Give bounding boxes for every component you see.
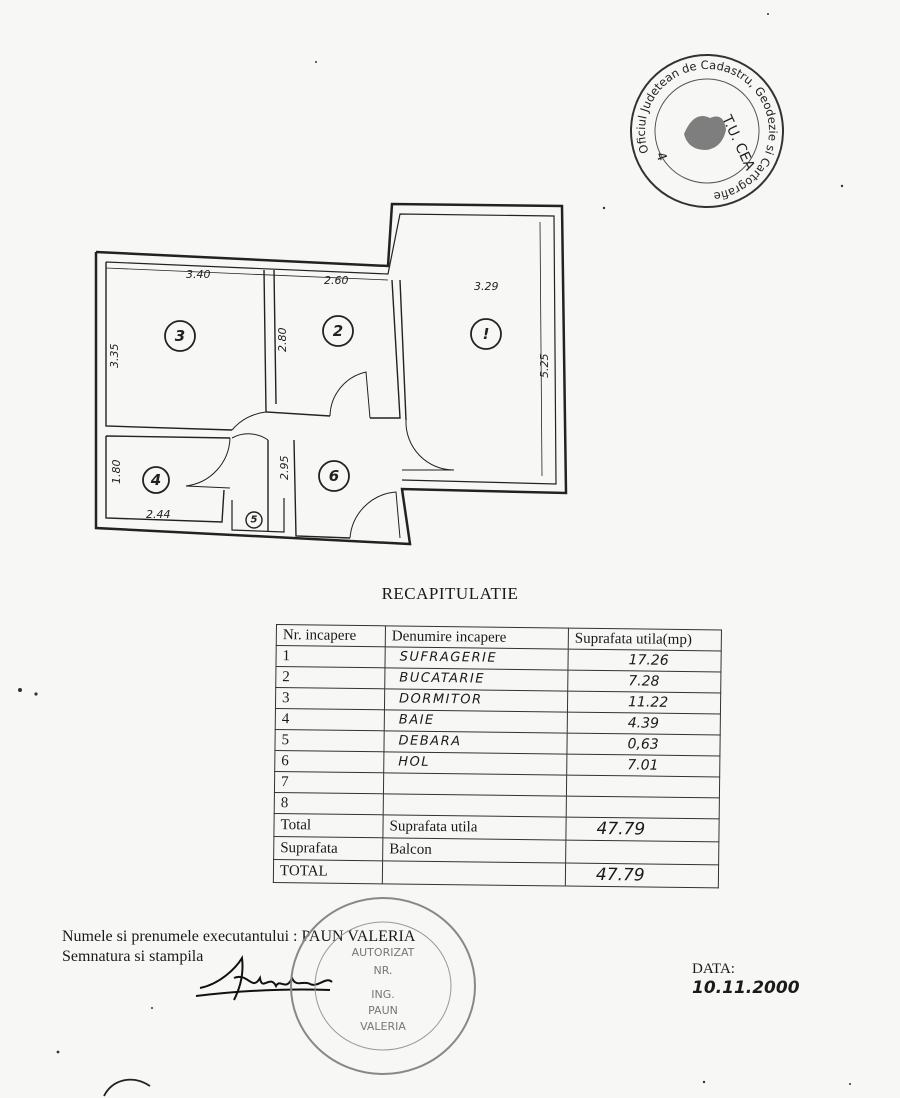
- dim-line-right: [539, 221, 543, 477]
- col-header: Suprafata utila(mp): [568, 628, 722, 651]
- wall-room-1-inner: [399, 279, 407, 421]
- balcon-value: [565, 840, 719, 865]
- room-circle-5: [245, 511, 263, 529]
- row-nr: 1: [275, 645, 386, 668]
- wall-room-2-inner: [273, 269, 277, 405]
- row-area: 7.01: [566, 754, 720, 777]
- signature-label: Semnatura si stampila: [62, 948, 204, 965]
- svg-text:VALERIA: VALERIA: [360, 1020, 406, 1033]
- row-area: 4.39: [567, 712, 721, 735]
- grand-total-spacer: [382, 860, 566, 887]
- balcon-label: Suprafata: [273, 836, 383, 861]
- row-name: BAIE: [384, 709, 568, 734]
- svg-text:AUTORIZAT: AUTORIZAT: [352, 946, 415, 959]
- row-area: 17.26: [567, 649, 722, 672]
- room-number: 5: [251, 515, 258, 526]
- dim-label: 2.44: [146, 508, 171, 521]
- executant-separator: :: [293, 928, 302, 945]
- wall-room-3: [105, 262, 233, 431]
- row-name: BUCATARIE: [384, 667, 568, 692]
- row-nr: 5: [274, 729, 385, 752]
- room-circle-1: [470, 318, 502, 350]
- dim-label: 2.80: [276, 328, 289, 353]
- room-circle-2: [322, 315, 354, 347]
- wall-hall: [105, 435, 231, 439]
- svg-text:4: 4: [652, 150, 669, 163]
- wall-room-1: [370, 279, 401, 419]
- total-label: Total: [273, 813, 384, 838]
- floor-plan: 3.40 2.60 3.29 3.35 2.80 5.25 1.80 2.95 …: [94, 202, 568, 546]
- inner-wall-line: [105, 213, 557, 485]
- row-name: [383, 772, 567, 797]
- row-name: [383, 793, 567, 818]
- svg-text:ING.: ING.: [371, 988, 395, 1001]
- room-circle-3: [164, 320, 196, 352]
- dim-label: 5.25: [538, 354, 551, 379]
- executant-line: Numele si prenumele executantului : PAUN…: [62, 928, 415, 946]
- balcon-desc: Balcon: [382, 837, 566, 864]
- handwritten-signature: [195, 955, 333, 1001]
- row-nr: 7: [274, 771, 384, 794]
- dim-label: 2.60: [324, 274, 349, 287]
- svg-text:NR.: NR.: [374, 964, 393, 977]
- row-nr: 8: [274, 792, 384, 815]
- dim-label: 3.35: [108, 344, 121, 369]
- row-name: HOL: [383, 751, 567, 776]
- dim-label: 1.80: [110, 460, 123, 485]
- date-value: 10.11.2000: [692, 978, 800, 998]
- row-nr: 6: [274, 750, 384, 773]
- row-nr: 2: [275, 666, 385, 689]
- date-label: DATA:: [692, 961, 735, 977]
- door-arc-5: [349, 491, 401, 539]
- row-area: [566, 775, 720, 798]
- room-number: 6: [329, 467, 339, 485]
- stamp-emblem: [684, 116, 726, 150]
- room-circle-4: [142, 466, 170, 494]
- outer-wall: [94, 202, 568, 546]
- official-stamp-top: Oficiul Judetean de Cadastru, Geodezie s…: [622, 46, 792, 216]
- total-value: 47.79: [565, 817, 720, 842]
- svg-text:T.U. CEA: T.U. CEA: [718, 112, 758, 173]
- door-arc-2: [329, 371, 371, 419]
- dim-line-top: [105, 267, 389, 281]
- row-name: DEBARA: [383, 730, 568, 755]
- row-nr: 4: [275, 708, 385, 731]
- room-number: !: [483, 325, 490, 343]
- col-header: Denumire incapere: [385, 625, 569, 650]
- door-arc-3: [402, 419, 455, 471]
- grand-total-row: TOTAL 47.79: [273, 859, 719, 888]
- executant-label: Numele si prenumele executantului: [62, 928, 290, 945]
- door-arc-1: [231, 411, 267, 431]
- svg-text:PAUN: PAUN: [368, 1004, 398, 1017]
- room-number: 2: [333, 322, 343, 340]
- official-stamp-bottom: AUTORIZAT NR. ING. PAUN VALERIA: [290, 897, 476, 1075]
- dim-label: 3.29: [474, 280, 499, 293]
- door-arc-4: [185, 437, 231, 489]
- grand-total-label: TOTAL: [273, 859, 383, 884]
- row-nr: 3: [275, 687, 385, 710]
- door-arc-6: [231, 433, 269, 441]
- room-circle-6: [318, 460, 350, 492]
- wall-storage: [231, 498, 285, 533]
- dim-label: 2.95: [278, 456, 291, 481]
- wall-bath: [105, 436, 225, 523]
- total-desc: Suprafata utila: [382, 814, 567, 841]
- grand-total-value: 47.79: [565, 863, 719, 888]
- row-area: [566, 796, 720, 819]
- recap-title: RECAPITULATIE: [381, 584, 519, 603]
- recap-table: Nr. incapere Denumire incapere Suprafata…: [273, 624, 722, 888]
- executant-name: PAUN VALERIA: [301, 928, 416, 945]
- wall-entry: [293, 439, 351, 539]
- room-number: 3: [175, 327, 185, 345]
- row-name: SUFRAGERIE: [384, 646, 569, 671]
- row-area: 11.22: [567, 691, 721, 714]
- col-header: Nr. incapere: [276, 624, 386, 647]
- row-area: 7.28: [567, 670, 721, 693]
- dim-label: 3.40: [186, 268, 211, 281]
- row-name: DORMITOR: [384, 688, 568, 713]
- row-area: 0,63: [566, 733, 721, 756]
- room-number: 4: [150, 471, 161, 489]
